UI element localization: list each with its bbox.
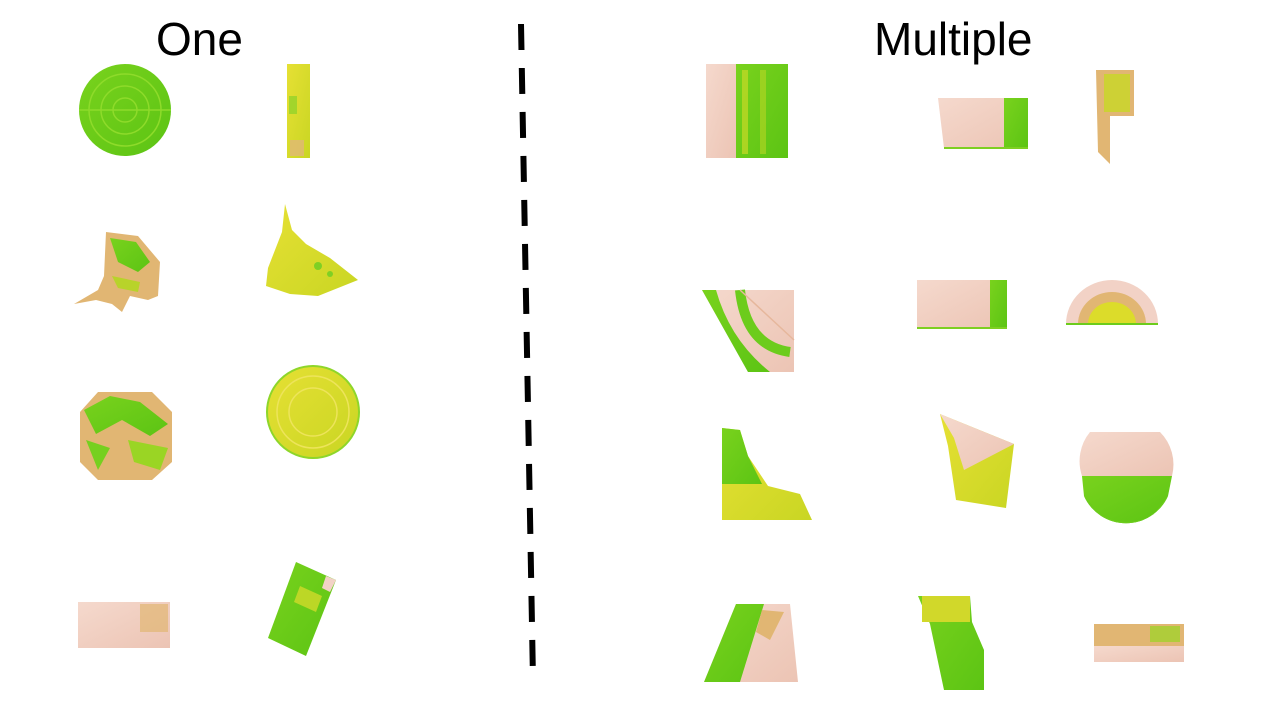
one-field-group [74,64,360,656]
field-multi-12 [1094,624,1184,662]
field-one-7-rect [78,602,170,648]
field-one-8-rotated [268,562,336,656]
field-one-1-circle [79,64,171,156]
field-multi-8 [940,414,1014,508]
heading-one: One [156,13,243,65]
field-one-6-circle [266,365,360,459]
field-multi-11 [918,596,984,690]
field-multi-10 [704,604,798,682]
field-multi-7 [722,428,812,520]
field-multi-4 [702,289,795,372]
field-one-2-strip [287,64,310,158]
field-multi-3 [1096,70,1134,164]
field-multi-9 [1079,432,1174,524]
heading-multiple: Multiple [874,13,1033,65]
multiple-field-group [702,64,1184,690]
field-multi-6 [1066,280,1158,325]
field-one-5-circle [80,392,172,480]
field-one-3-irregular [74,232,160,312]
group-divider [518,23,536,681]
field-multi-1 [706,64,788,158]
field-multi-5 [917,280,1007,329]
field-one-4-irregular [266,204,358,296]
field-multi-2 [938,98,1028,149]
